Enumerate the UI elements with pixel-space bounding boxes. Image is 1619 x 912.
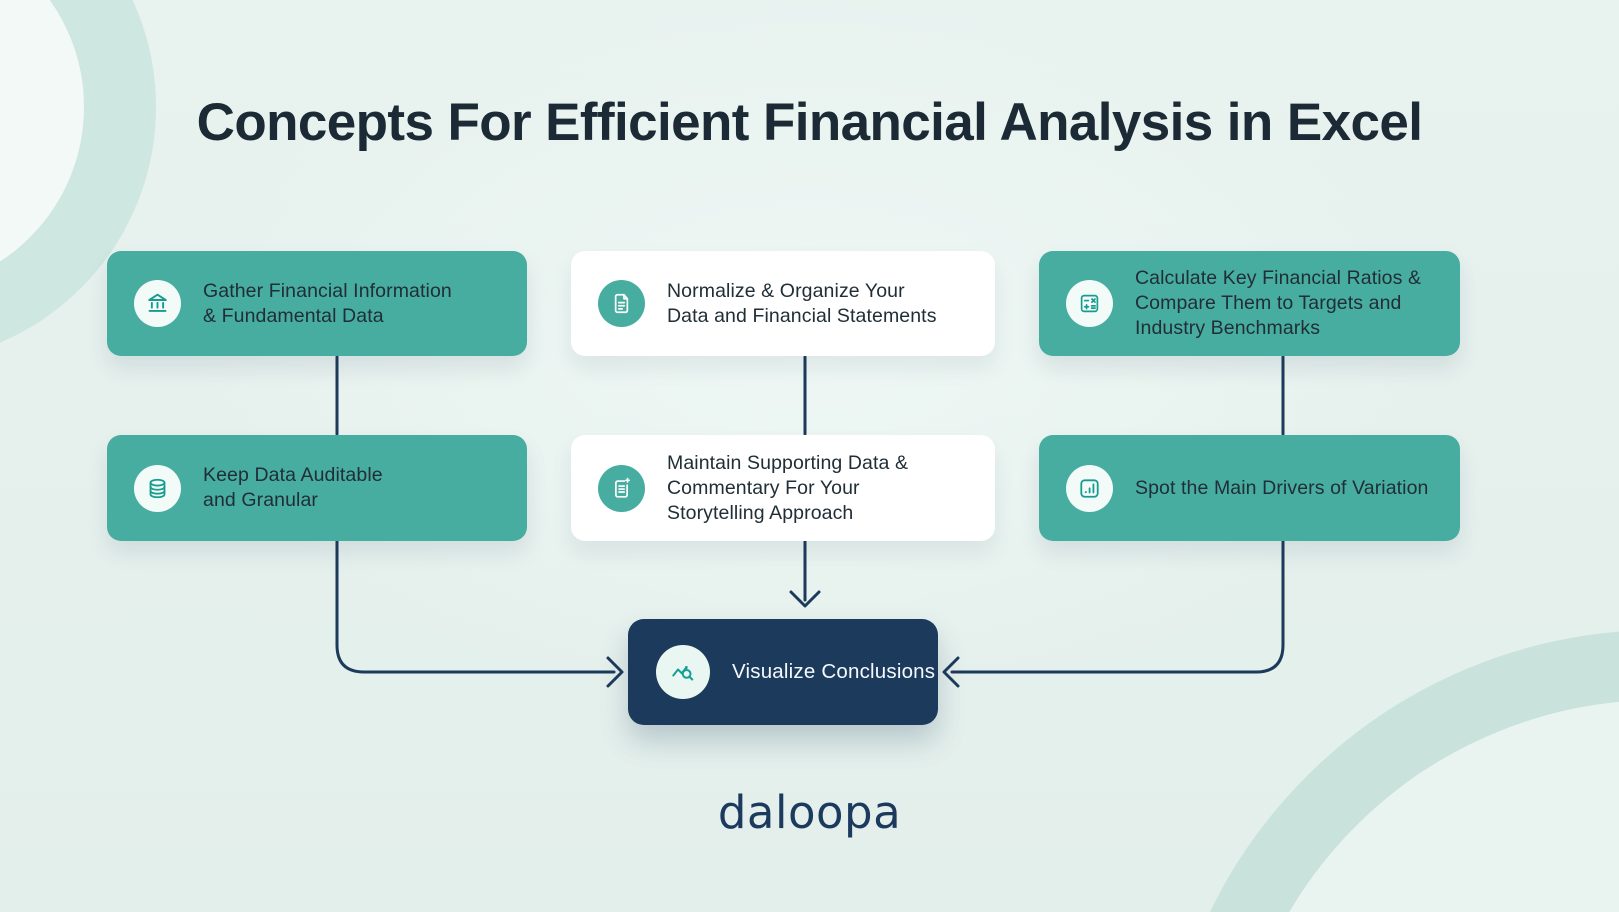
card-label: Normalize & Organize Your Data and Finan… xyxy=(667,279,937,327)
card-calculate-financial-ratios: Calculate Key Financial Ratios & Compare… xyxy=(1039,251,1460,356)
card-label: Gather Financial Information & Fundament… xyxy=(203,279,452,327)
card-label: Keep Data Auditable and Granular xyxy=(203,464,383,511)
bank-icon xyxy=(134,280,181,327)
chart-search-icon xyxy=(656,645,710,699)
card-gather-financial-information: Gather Financial Information & Fundament… xyxy=(107,251,527,356)
page-title: Concepts For Efficient Financial Analysi… xyxy=(196,93,1423,152)
document-add-icon xyxy=(598,464,645,512)
document-icon xyxy=(598,280,645,327)
arrowhead-right xyxy=(942,656,960,688)
card-maintain-supporting-data: Maintain Supporting Data & Commentary Fo… xyxy=(571,435,995,541)
card-label: Maintain Supporting Data & Commentary Fo… xyxy=(667,451,909,524)
card-label: Spot the Main Drivers of Variation xyxy=(1135,476,1429,499)
card-normalize-organize-data: Normalize & Organize Your Data and Finan… xyxy=(571,251,995,356)
database-icon xyxy=(134,464,181,512)
connector-right-curve xyxy=(950,539,1285,674)
card-spot-drivers-of-variation: Spot the Main Drivers of Variation xyxy=(1039,435,1460,541)
card-keep-data-auditable: Keep Data Auditable and Granular xyxy=(107,435,527,541)
conclusion-label: Visualize Conclusions xyxy=(732,660,936,683)
daloopa-logo: daloopa xyxy=(717,786,902,839)
visualize-conclusions-box: Visualize Conclusions xyxy=(628,619,938,725)
bar-chart-icon xyxy=(1066,464,1113,512)
arrowhead-middle xyxy=(789,590,821,608)
connector-left-curve xyxy=(335,539,616,674)
arrowhead-left xyxy=(606,656,624,688)
math-calculator-icon xyxy=(1066,280,1113,327)
card-label: Calculate Key Financial Ratios & Compare… xyxy=(1135,267,1422,339)
